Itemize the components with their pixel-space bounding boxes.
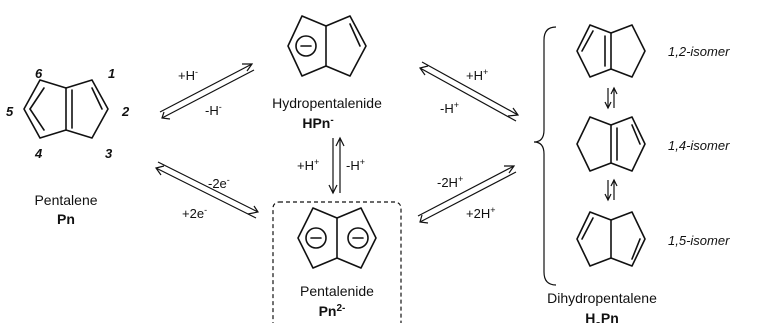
isomer-equilibrium-arrow-2 [604, 178, 618, 202]
pentalenide-name: Pentalenide [300, 283, 374, 299]
label-minus-2h-plus: -2H+ [437, 174, 463, 190]
hydropentalenide-name: Hydropentalenide [272, 95, 382, 111]
isomer-equilibrium-arrow-1 [604, 86, 618, 110]
dihydropentalene-1-2-isomer-structure [576, 24, 646, 78]
label-plus-2e: +2e- [182, 205, 207, 221]
atom-number-4: 4 [34, 146, 43, 161]
hydropentalenide-structure [287, 15, 367, 77]
label-hpn-plus-h-plus: +H+ [297, 157, 319, 173]
equilibrium-arrow-pn2-h2pn [417, 165, 517, 224]
atom-number-2: 2 [121, 104, 130, 119]
dihydropentalene-name: Dihydropentalene [547, 290, 657, 306]
isomer-label-1-2: 1,2-isomer [668, 44, 730, 59]
atom-number-6: 6 [35, 66, 43, 81]
pentalene-name: Pentalene [34, 192, 97, 208]
pentalene-abbr: Pn [57, 211, 75, 227]
hydropentalenide-abbr: HPn- [302, 115, 333, 132]
dihydropentalene-1-4-isomer-structure [576, 116, 646, 172]
equilibrium-arrow-hpn-h2pn [418, 61, 520, 122]
dihydropentalene-abbr: H2Pn [585, 310, 619, 323]
pentalenide-structure [297, 207, 377, 269]
label-minus-h-plus: -H+ [440, 100, 459, 116]
atom-number-1: 1 [108, 66, 115, 81]
isomer-label-1-5: 1,5-isomer [668, 233, 730, 248]
equilibrium-arrow-pn-pn2 [154, 161, 259, 219]
isomer-label-1-4: 1,4-isomer [668, 138, 730, 153]
equilibrium-arrow-pn-hpn [159, 63, 255, 120]
label-minus-2e: -2e- [208, 175, 230, 191]
atom-number-3: 3 [105, 146, 113, 161]
pentalenide-abbr: Pn2- [319, 303, 346, 320]
pentalenide-dashed-box [272, 201, 402, 323]
equilibrium-arrow-hpn-pn2 [328, 136, 345, 195]
label-plus-h-minus: +H- [178, 67, 198, 83]
atom-number-5: 5 [6, 104, 14, 119]
label-minus-h-minus: -H- [205, 102, 222, 118]
label-hpn-minus-h-plus: -H+ [346, 157, 365, 173]
isomer-bracket [533, 26, 557, 286]
dihydropentalene-1-5-isomer-structure [576, 211, 646, 267]
label-plus-2h-plus: +2H+ [466, 205, 495, 221]
pentalene-structure [23, 79, 109, 139]
label-plus-h-plus: +H+ [466, 67, 488, 83]
